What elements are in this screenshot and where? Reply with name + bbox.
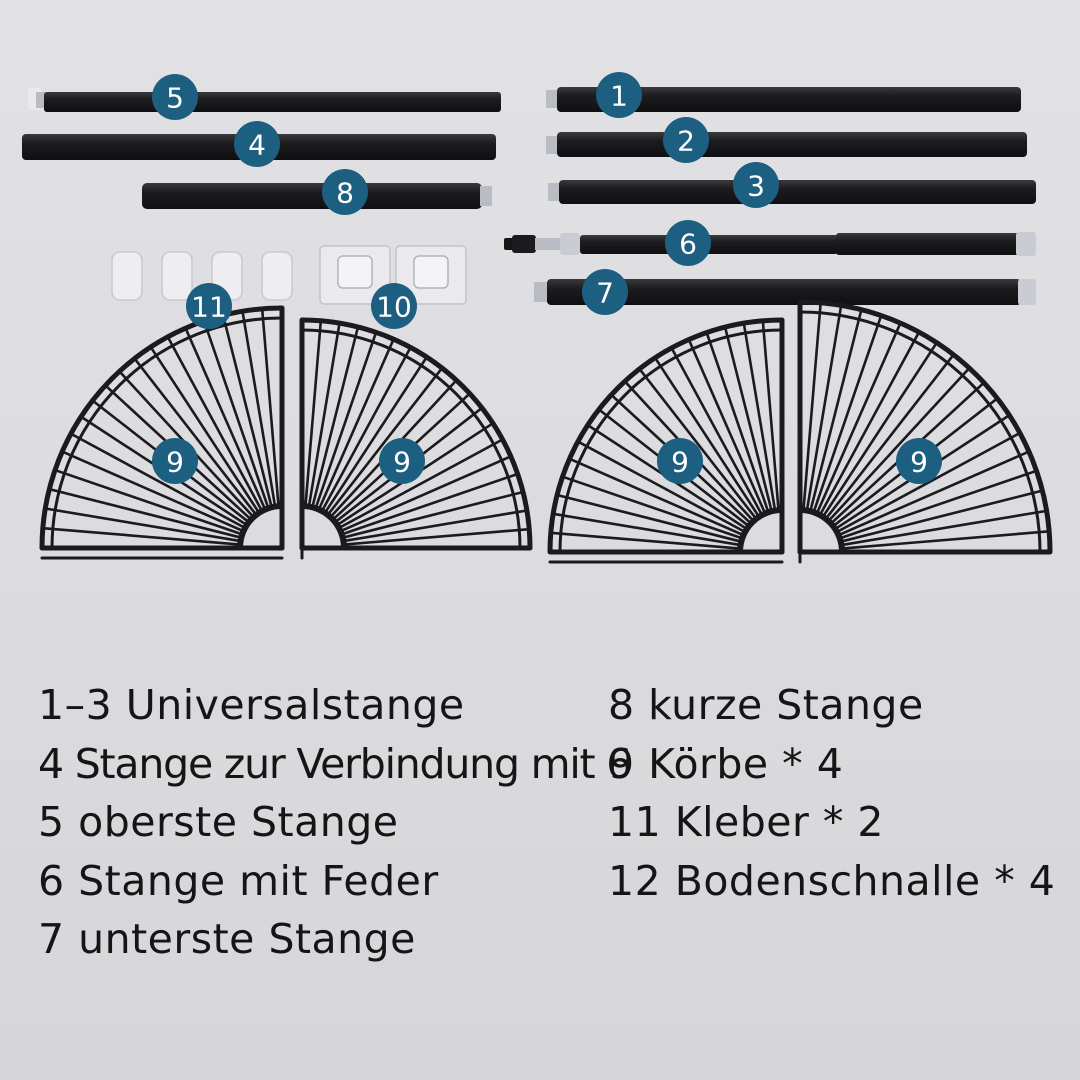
rod-thread [36,92,46,108]
legend-item: 9 Körbe * 4 [608,739,844,788]
badge-4: 4 [234,121,280,167]
svg-text:5: 5 [166,82,184,115]
svg-text:9: 9 [671,446,689,479]
svg-text:11: 11 [191,291,227,324]
spring [535,238,561,250]
rod-thread [534,282,548,302]
svg-text:10: 10 [376,291,412,324]
rod-8 [142,183,492,209]
floor-buckles [111,251,293,301]
badge-9: 9 [152,438,198,484]
badge-9: 9 [657,438,703,484]
legend-item: 4 Stange zur Verbindung mit 6 [38,739,632,788]
baskets [39,299,1053,564]
legend-right: 8 kurze Stange 9 Körbe * 4 11 Kleber * 2… [608,676,1055,910]
badge-8: 8 [322,169,368,215]
badge-2: 2 [663,117,709,163]
svg-text:8: 8 [336,177,354,210]
rod-6 [504,232,1036,256]
rod-2 [546,132,1027,157]
svg-text:1: 1 [610,80,628,113]
legend-item: 5 oberste Stange [38,798,399,846]
legend-item: 12 Bodenschnalle * 4 [608,856,1056,905]
badge-9: 9 [896,438,942,484]
svg-text:9: 9 [166,446,184,479]
rod-7 [534,279,1036,305]
rod-1 [546,87,1021,112]
badge-5: 5 [152,74,198,120]
legend-item: 1–3 Universalstange [38,681,465,729]
adhesive-pads [319,245,467,305]
svg-text:2: 2 [677,125,695,158]
badge-11: 11 [186,283,232,329]
wire-basket [797,299,1053,564]
rod-thread [548,183,560,201]
rod-cap [1018,279,1036,305]
wire-basket [547,317,785,564]
legend-left: 1–3 Universalstange 4 Stange zur Verbind… [38,676,632,969]
svg-text:6: 6 [679,228,697,261]
rod-thread [480,186,492,206]
badge-1: 1 [596,72,642,118]
svg-text:3: 3 [747,170,765,203]
rod-thread [546,90,558,108]
svg-text:9: 9 [910,446,928,479]
svg-text:4: 4 [248,129,266,162]
svg-text:9: 9 [393,446,411,479]
badge-9: 9 [379,438,425,484]
legend-item: 6 Stange mit Feder [38,856,439,905]
badge-6: 6 [665,220,711,266]
rod-thread [546,136,558,154]
rod-cap [1016,232,1036,256]
rod-3 [548,180,1036,204]
legend-item: 7 unterste Stange [38,915,416,963]
badge-7: 7 [582,269,628,315]
badge-10: 10 [371,283,417,329]
svg-text:7: 7 [596,277,614,310]
legend-item: 8 kurze Stange [608,681,924,729]
legend-item: 11 Kleber * 2 [608,798,884,846]
badge-3: 3 [733,162,779,208]
